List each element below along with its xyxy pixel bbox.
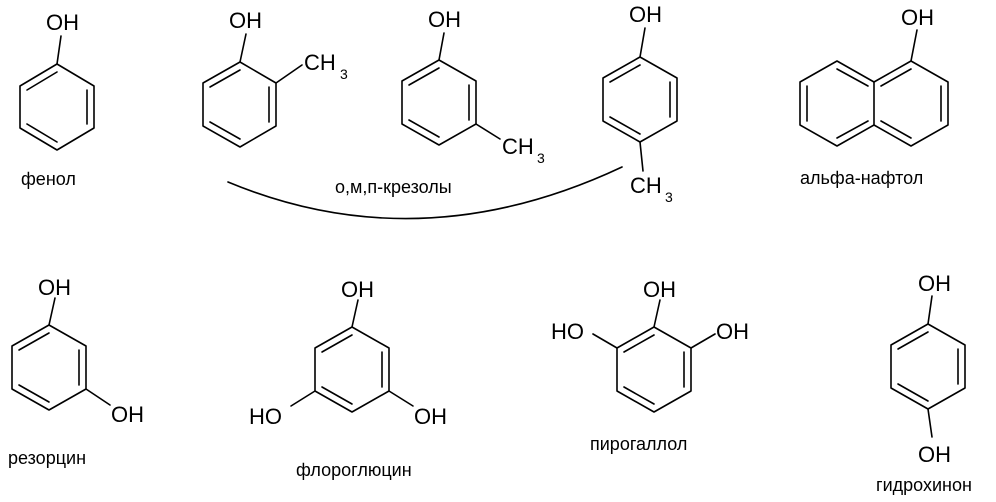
resorcinol-oh-bond-top — [48, 297, 56, 326]
pyrogallol-oh-label-top: OH — [643, 277, 676, 302]
pyrogallol-ho-bond-left — [592, 333, 618, 349]
caption-pyrogallol: пирогаллол — [590, 434, 688, 454]
o-cresol-ch3-label: CH — [304, 50, 336, 75]
alpha-naphthol-rings — [799, 60, 949, 147]
caption-hydroquinone: гидрохинон — [876, 475, 972, 495]
p-cresol-structure: OH CH 3 — [602, 2, 678, 205]
cresols-grouping-arc — [227, 166, 623, 220]
pyrogallol-oh-bond-top — [653, 299, 661, 328]
resorcinol-oh-label-top: OH — [38, 275, 71, 300]
phenol-structure: OH — [19, 10, 95, 151]
resorcinol-oh-label-right: OH — [111, 402, 144, 427]
phloroglucinol-structure: OH OH HO — [249, 277, 447, 429]
resorcinol-ring — [11, 324, 87, 411]
o-cresol-structure: OH CH 3 — [202, 8, 348, 148]
m-cresol-oh-bond — [438, 32, 445, 61]
caption-phenol: фенол — [21, 169, 76, 189]
hydroquinone-oh-label-bottom: OH — [918, 442, 951, 467]
phloroglucinol-ho-bond-left — [290, 390, 316, 407]
m-cresol-ch3-label: CH — [502, 134, 534, 159]
phloroglucinol-oh-bond-right — [388, 390, 414, 407]
pyrogallol-oh-label-right: OH — [716, 319, 749, 344]
o-cresol-ch3-subscript: 3 — [340, 66, 348, 82]
caption-cresols: о,м,п-крезолы — [335, 177, 452, 197]
p-cresol-ch3-bond — [639, 141, 644, 172]
phloroglucinol-oh-bond-top — [351, 299, 359, 328]
m-cresol-oh-label: OH — [428, 7, 461, 32]
resorcinol-oh-bond-right — [85, 388, 111, 406]
m-cresol-ring — [401, 59, 477, 146]
pyrogallol-ring — [616, 326, 692, 413]
resorcinol-structure: OH OH — [11, 275, 144, 427]
o-cresol-oh-label: OH — [229, 8, 262, 33]
caption-alpha-naphthol: альфа-нафтол — [800, 168, 924, 188]
hydroquinone-oh-label-top: OH — [918, 271, 951, 296]
alpha-naphthol-structure: OH — [799, 5, 949, 147]
caption-resorcinol: резорцин — [8, 448, 87, 468]
pyrogallol-structure: OH OH HO — [551, 277, 749, 413]
pyrogallol-oh-bond-right — [690, 333, 716, 349]
m-cresol-structure: OH CH 3 — [401, 7, 545, 166]
alpha-naphthol-oh-label: OH — [901, 5, 934, 30]
p-cresol-ring — [602, 56, 678, 143]
alpha-naphthol-oh-bond — [910, 29, 918, 62]
m-cresol-ch3-subscript: 3 — [537, 150, 545, 166]
phloroglucinol-ho-label-left: HO — [249, 404, 282, 429]
p-cresol-oh-bond — [639, 27, 646, 58]
p-cresol-ch3-subscript: 3 — [665, 189, 673, 205]
o-cresol-ch3-bond — [275, 64, 303, 84]
p-cresol-oh-label: OH — [629, 2, 662, 27]
phloroglucinol-oh-label-right: OH — [414, 404, 447, 429]
phloroglucinol-ring — [314, 326, 390, 413]
phenol-oh-label: OH — [46, 10, 79, 35]
caption-phloroglucinol: флороглюцин — [296, 460, 412, 480]
p-cresol-ch3-label: CH — [630, 173, 662, 198]
hydroquinone-oh-bond-bottom — [927, 408, 933, 438]
phenol-oh-bond — [56, 35, 62, 65]
m-cresol-ch3-bond — [475, 123, 501, 140]
hydroquinone-oh-bond-top — [927, 295, 933, 325]
phloroglucinol-oh-label-top: OH — [341, 277, 374, 302]
hydroquinone-structure: OH OH — [890, 271, 966, 467]
o-cresol-ring — [202, 61, 277, 148]
pyrogallol-ho-label-left: HO — [551, 319, 584, 344]
o-cresol-oh-bond — [239, 33, 247, 63]
hydroquinone-ring — [890, 323, 966, 410]
phenol-ring — [19, 63, 95, 151]
